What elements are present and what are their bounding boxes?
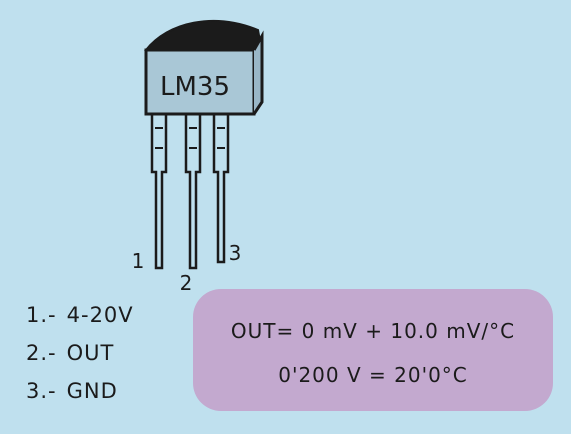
pin-description-list: 1.- 4-20V 2.- OUT 3.- GND <box>26 296 134 410</box>
transfer-formula: OUT= 0 mV + 10.0 mV/°C <box>230 319 516 343</box>
example-formula: 0'200 V = 20'0°C <box>278 363 468 387</box>
pin-number-2: 2 <box>180 271 193 295</box>
package-top <box>143 19 264 54</box>
pin-number: 2.- <box>26 341 57 365</box>
pin-function: GND <box>66 379 118 403</box>
component-label: LM35 <box>160 72 230 102</box>
pin-1-lead <box>150 114 168 270</box>
pin-description-1: 1.- 4-20V <box>26 296 134 334</box>
pin-description-2: 2.- OUT <box>26 334 134 372</box>
pin-function: OUT <box>66 341 115 365</box>
pin-number: 3.- <box>26 379 57 403</box>
pin-number-1: 1 <box>132 249 145 273</box>
formula-box: OUT= 0 mV + 10.0 mV/°C 0'200 V = 20'0°C <box>193 289 553 411</box>
pin-3-lead <box>212 114 230 264</box>
pin-function: 4-20V <box>66 303 134 327</box>
pin-number-3: 3 <box>229 241 242 265</box>
package-side <box>252 30 264 115</box>
pin-number: 1.- <box>26 303 57 327</box>
pin-description-3: 3.- GND <box>26 372 134 410</box>
pin-2-lead <box>184 114 202 270</box>
